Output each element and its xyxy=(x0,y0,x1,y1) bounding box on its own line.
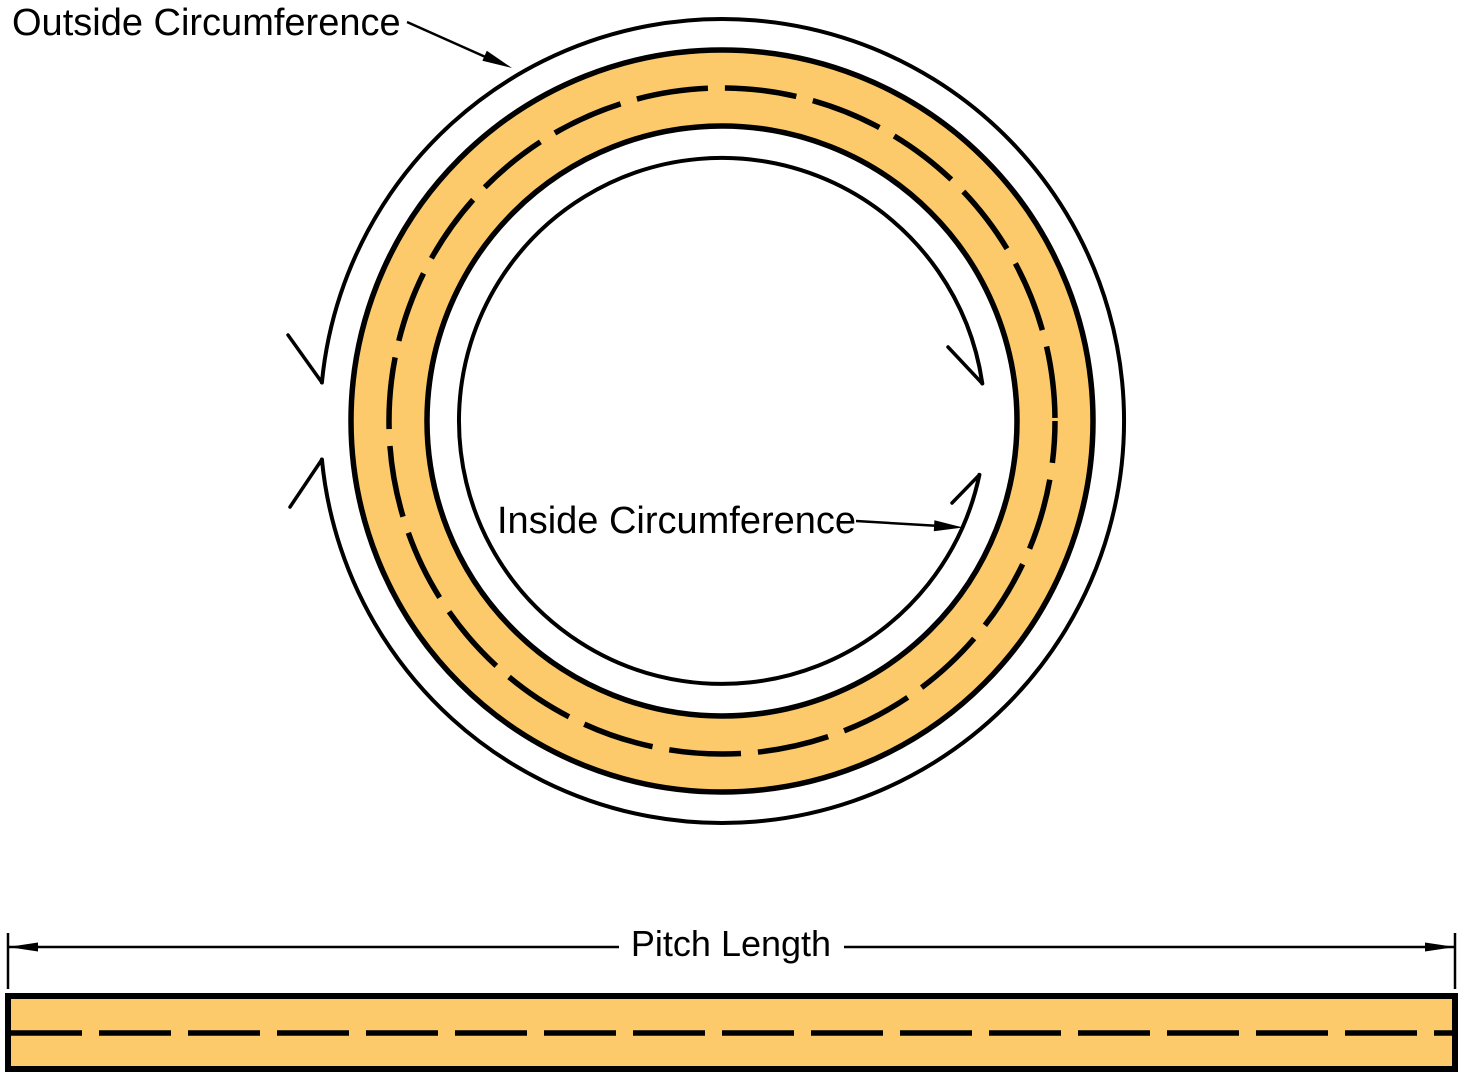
outside-circumference-label: Outside Circumference xyxy=(12,2,401,44)
inside-arc-line xyxy=(457,155,985,686)
belt-ring xyxy=(348,47,1096,795)
pitch-circle-dashed-line xyxy=(386,85,1058,757)
dimension-arrow-left-icon xyxy=(8,942,38,952)
inside-circumference-label: Inside Circumference xyxy=(497,500,856,542)
pitch-length-label: Pitch Length xyxy=(631,923,831,964)
dimension-arrow-right-icon xyxy=(1425,942,1455,952)
inside-leader-arrowhead-icon xyxy=(933,520,963,532)
pitch-length-dimension: Pitch Length xyxy=(6,923,1457,989)
inside-circumference-callout: Inside Circumference xyxy=(497,500,963,542)
belt-strip xyxy=(5,993,1458,1072)
belt-band-fill xyxy=(351,50,1093,792)
belt-inner-edge xyxy=(424,123,1020,719)
belt-outer-edge xyxy=(348,47,1096,795)
outside-arc-end-barb-top-icon xyxy=(286,333,324,385)
inside-arc-end-barb-top-icon xyxy=(946,345,985,386)
inside-arc-end-barb-bottom-icon xyxy=(950,473,982,505)
outside-circumference-arc xyxy=(286,17,1126,825)
outside-leader-arrowhead-icon xyxy=(482,50,512,68)
outside-circumference-leader-line xyxy=(406,20,491,61)
outside-arc-end-barb-bottom-icon xyxy=(288,457,324,509)
outside-circumference-callout: Outside Circumference xyxy=(12,2,512,68)
outside-arc-line xyxy=(319,17,1126,825)
inside-circumference-leader-line xyxy=(855,519,941,528)
inside-circumference-arc xyxy=(457,155,985,686)
